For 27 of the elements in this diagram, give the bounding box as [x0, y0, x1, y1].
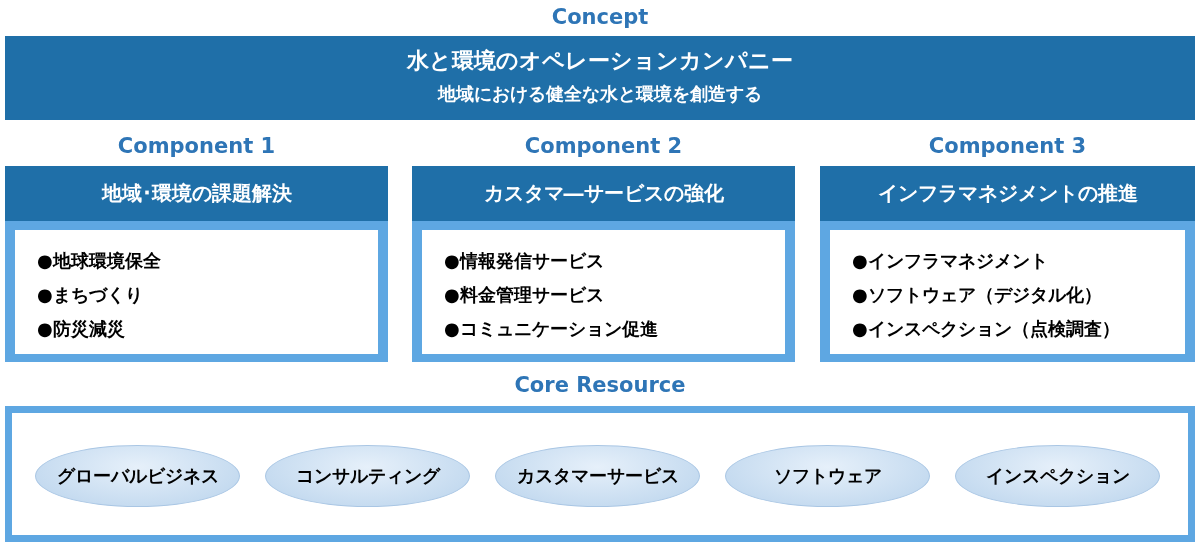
section-heading: Component 2 — [523, 134, 684, 158]
section-heading: Core Resource — [513, 373, 687, 397]
list-item: ●インフラマネジメント — [852, 249, 1049, 273]
list-item: ●料金管理サービス — [444, 283, 605, 307]
resource-ellipse: コンサルティング — [265, 445, 470, 507]
bullet-list-box — [15, 230, 378, 354]
resource-ellipse: カスタマーサービス — [495, 445, 700, 507]
section-heading: Concept — [550, 5, 650, 29]
bullet-list-box — [830, 230, 1185, 354]
section-heading: Component 1 — [116, 134, 277, 158]
band-title: 水と環境のオペレーションカンパニー — [405, 47, 794, 75]
panel-title: インフラマネジメントの推進 — [820, 166, 1195, 221]
panel-title: 地域･環境の課題解決 — [5, 166, 388, 221]
panel-title: カスタマ―サービスの強化 — [412, 166, 795, 221]
list-item: ●ソフトウェア（デジタル化） — [852, 283, 1103, 307]
bullet-list-box — [422, 230, 785, 354]
list-item: ●防災減災 — [37, 317, 126, 341]
list-item: ●情報発信サービス — [444, 249, 605, 273]
list-item: ●コミュニケーション促進 — [444, 317, 659, 341]
band-subtitle: 地域における健全な水と環境を創造する — [436, 82, 763, 106]
list-item: ●地球環境保全 — [37, 249, 162, 273]
list-item: ●まちづくり — [37, 283, 144, 307]
resource-ellipse: インスペクション — [955, 445, 1160, 507]
resource-ellipse: グローバルビジネス — [35, 445, 240, 507]
resource-ellipse: ソフトウェア — [725, 445, 930, 507]
section-heading: Component 3 — [927, 134, 1088, 158]
list-item: ●インスペクション（点検調査） — [852, 317, 1121, 341]
